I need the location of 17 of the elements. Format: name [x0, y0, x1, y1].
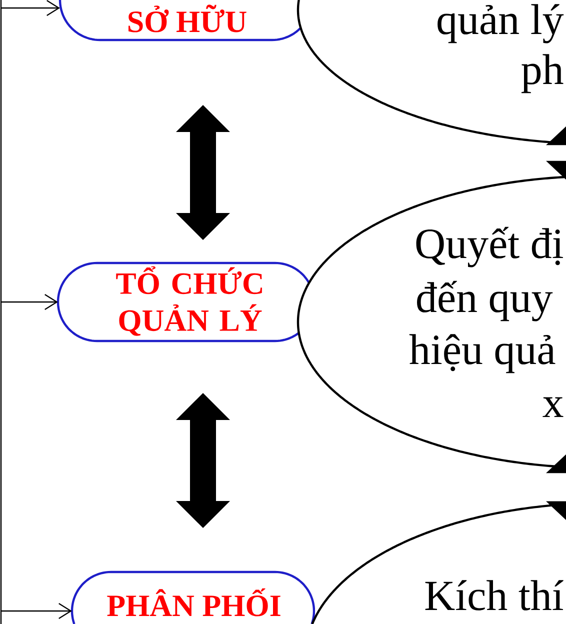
node-label: Quyết đị — [416, 226, 563, 268]
arrow — [1, 603, 72, 620]
connector-line — [0, 0, 2, 624]
node-label: quản lý — [438, 4, 564, 44]
arrow — [1, 0, 60, 16]
arrow — [1, 294, 58, 310]
rounded-box: SỞ HỮU — [58, 0, 314, 42]
node-label: đến quy — [417, 280, 553, 322]
node-label: ph — [521, 54, 564, 94]
double-arrow — [546, 126, 566, 180]
node-label: hiệu quả — [409, 334, 556, 374]
node-label: x — [542, 397, 564, 418]
rounded-box: TỔ CHỨC QUẢN LÝ — [56, 262, 316, 342]
double-arrow — [546, 454, 566, 520]
double-arrow — [176, 105, 230, 240]
double-arrow — [176, 393, 230, 528]
rounded-box: PHÂN PHỐI — [70, 570, 316, 624]
